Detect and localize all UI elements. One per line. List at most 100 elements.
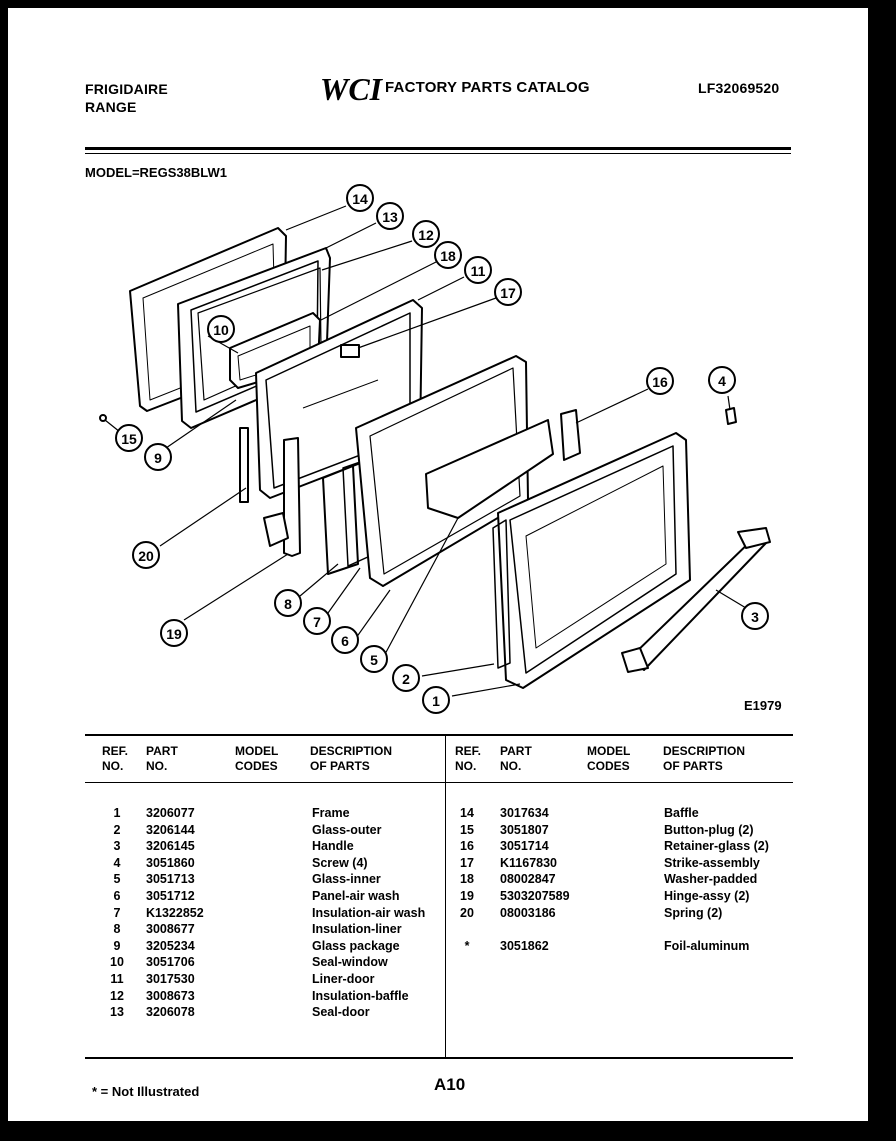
description: Baffle xyxy=(664,806,699,820)
part-no: K1167830 xyxy=(500,855,558,870)
part-no: 3008677 xyxy=(146,922,195,937)
description: Washer-padded xyxy=(664,872,758,887)
description: Glass-outer xyxy=(312,822,382,837)
callout-label: 5 xyxy=(370,652,378,668)
callout-12: 12 xyxy=(412,220,440,248)
ref-no: 7 xyxy=(113,905,121,920)
retainer-glass-part xyxy=(560,409,581,461)
callout-label: 11 xyxy=(471,263,486,279)
header-ref-right: REF.NO. xyxy=(455,744,482,773)
logo-text: WCI xyxy=(320,72,383,106)
ref-no: 15 xyxy=(460,822,474,837)
table-rule-header xyxy=(85,782,793,783)
part-no: 3206144 xyxy=(146,822,195,837)
part-no: 3017634 xyxy=(500,806,549,820)
ref-no: 5 xyxy=(113,872,121,887)
part-no: 3051712 xyxy=(146,889,195,903)
insulation-liner-part xyxy=(322,465,359,575)
ref-no: 14 xyxy=(460,806,474,820)
frame-part xyxy=(497,432,691,689)
callout-17: 17 xyxy=(494,278,522,306)
callout-label: 12 xyxy=(418,227,434,243)
ref-no: 12 xyxy=(110,988,124,1003)
callout-6: 6 xyxy=(331,626,359,654)
ref-no: 2 xyxy=(113,822,121,837)
part-no: 3206078 xyxy=(146,1005,195,1020)
callout-5: 5 xyxy=(360,645,388,673)
callout-4: 4 xyxy=(708,366,736,394)
description: Seal-door xyxy=(312,1005,370,1020)
callout-label: 7 xyxy=(313,614,321,630)
table-rule-divider xyxy=(445,736,446,1058)
brand-name: FRIGIDAIRE xyxy=(85,81,168,97)
part-no: 3008673 xyxy=(146,988,195,1003)
description: Insulation-baffle xyxy=(312,988,409,1003)
description: Panel-air wash xyxy=(312,889,400,903)
callout-11: 11 xyxy=(464,256,492,284)
callout-9: 9 xyxy=(144,443,172,471)
wci-logo: WCI xyxy=(319,72,383,106)
callout-label: 4 xyxy=(718,373,726,389)
button-plug-part xyxy=(99,414,107,422)
part-no: K1322852 xyxy=(146,905,204,920)
callout-18: 18 xyxy=(434,241,462,269)
callout-1: 1 xyxy=(422,686,450,714)
description: Retainer-glass (2) xyxy=(664,839,769,854)
ref-no: 3 xyxy=(113,839,121,854)
callout-13: 13 xyxy=(376,202,404,230)
table-rule-bottom xyxy=(85,1057,793,1059)
header-rule-top xyxy=(85,147,791,150)
part-no: 3017530 xyxy=(146,972,195,986)
ref-no: 10 xyxy=(110,955,124,970)
description: Spring (2) xyxy=(664,905,723,920)
header-rule-bottom xyxy=(85,153,791,154)
ref-no: 19 xyxy=(460,889,474,903)
callout-label: 6 xyxy=(341,633,349,649)
callout-label: 3 xyxy=(751,609,759,625)
callout-label: 18 xyxy=(440,248,456,264)
table-rule-top xyxy=(85,734,793,736)
product-type: RANGE xyxy=(85,99,137,115)
brand-block: FRIGIDAIRE RANGE xyxy=(85,80,168,116)
ref-no: 20 xyxy=(460,905,474,920)
part-no: 3051713 xyxy=(146,872,195,887)
description: Liner-door xyxy=(312,972,375,986)
ref-no: 11 xyxy=(110,972,124,986)
ref-no: 8 xyxy=(113,922,121,937)
callout-label: 17 xyxy=(500,285,516,301)
callout-label: 10 xyxy=(213,322,229,338)
callout-16: 16 xyxy=(646,367,674,395)
callout-label: 14 xyxy=(352,191,368,207)
ref-no: 6 xyxy=(113,889,121,903)
callout-label: 8 xyxy=(284,596,292,612)
description: Glass package xyxy=(312,938,400,953)
description: Insulation-air wash xyxy=(312,905,426,920)
part-no: 3051807 xyxy=(500,822,549,837)
callout-label: 13 xyxy=(382,209,398,225)
model-label: MODEL=REGS38BLW1 xyxy=(85,165,227,180)
ref-no: * xyxy=(464,938,470,953)
glass-inner-part xyxy=(425,419,554,519)
callout-label: 15 xyxy=(121,431,137,447)
ref-no: 17 xyxy=(460,855,474,870)
callout-label: 2 xyxy=(402,671,410,687)
description: Frame xyxy=(312,806,350,820)
not-illustrated-note: * = Not Illustrated xyxy=(92,1084,200,1099)
callout-10: 10 xyxy=(207,315,235,343)
description: Screw (4) xyxy=(312,855,368,870)
callout-2: 2 xyxy=(392,664,420,692)
part-no: 3051860 xyxy=(146,855,195,870)
callout-label: 20 xyxy=(138,548,154,564)
ref-no: 18 xyxy=(460,872,474,887)
part-no: 3051862 xyxy=(500,938,549,953)
description: Strike-assembly xyxy=(664,855,760,870)
part-no: 5303207589 xyxy=(500,889,570,903)
callout-label: 1 xyxy=(432,693,440,709)
